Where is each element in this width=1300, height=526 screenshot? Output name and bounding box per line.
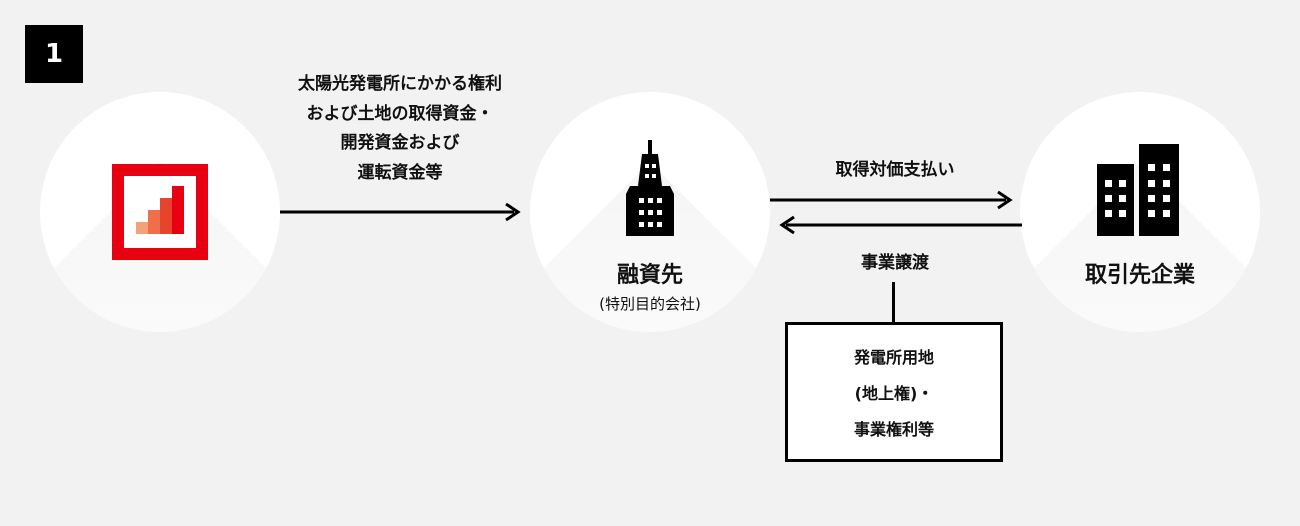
assets-box: 発電所用地(地上権)・事業権利等 [785,322,1003,462]
connector-line [892,282,895,324]
transfer-arrow [779,215,1022,235]
payment-arrow [770,190,1013,210]
funding-label: 太陽光発電所にかかる権利および土地の取得資金・開発資金および運転資金等 [298,74,502,183]
funding-arrow [280,202,521,222]
step-badge: 1 [25,25,83,83]
transfer-label: 事業譲渡 [861,253,929,273]
office-tower-icon [626,140,674,236]
spv-subtitle: (特別目的会社) [599,295,701,313]
company-logo [112,164,208,260]
payment-label: 取得対価支払い [835,160,955,180]
partner-name: 取引先企業 [1084,263,1196,288]
office-buildings-icon [1097,144,1179,236]
spv-name: 融資先 [616,263,684,288]
